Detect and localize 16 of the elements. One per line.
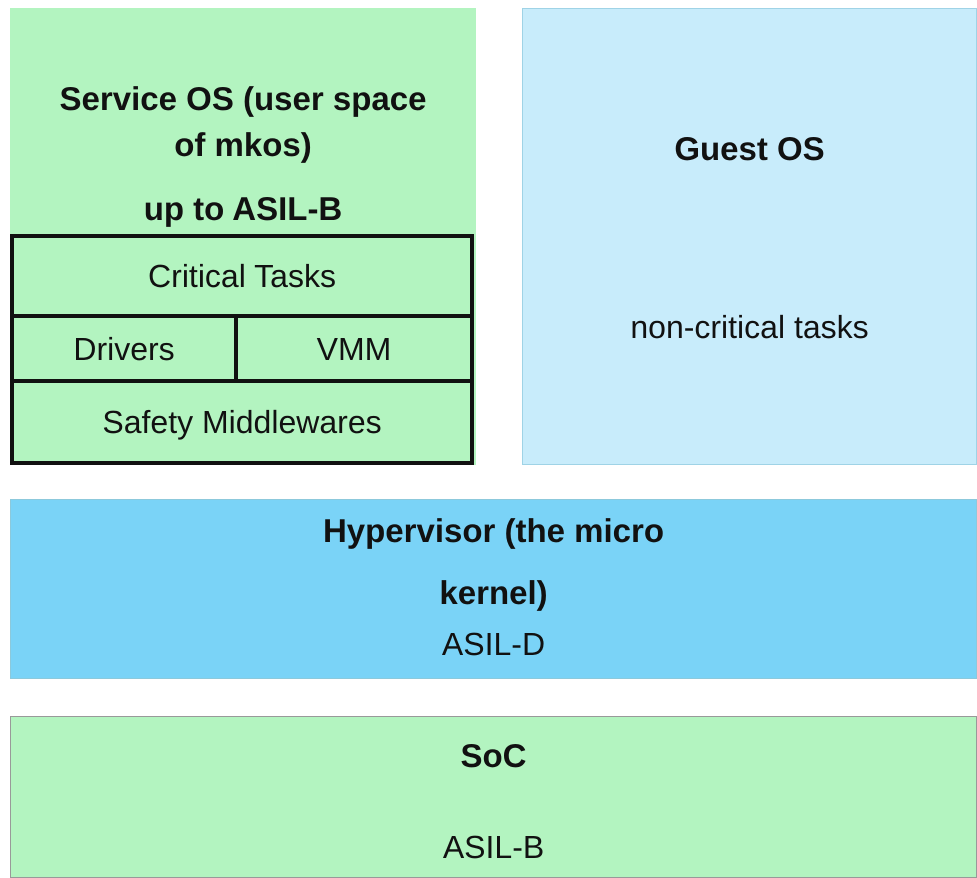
layer-text: non-critical tasks [629,308,870,347]
layer-title: Service OS (user space of mkos) [58,79,428,165]
layer-box [10,8,476,465]
layer-box [10,499,977,679]
layer-text: Safety Middlewares [101,403,383,442]
layer-title: SoC [460,736,528,776]
layer-text: VMM [316,330,392,368]
layer-text: ASIL-B [442,828,546,867]
layer-title: Guest OS [673,129,826,169]
layer-text: Drivers [72,330,176,368]
layer-box [522,8,977,465]
layer-text: ASIL-D [440,625,546,664]
layer-box [10,716,977,878]
layer-text: Critical Tasks [147,257,337,296]
layer-title: Hypervisor (the micro kernel) [322,511,666,613]
layer-title: up to ASIL-B [142,189,344,229]
